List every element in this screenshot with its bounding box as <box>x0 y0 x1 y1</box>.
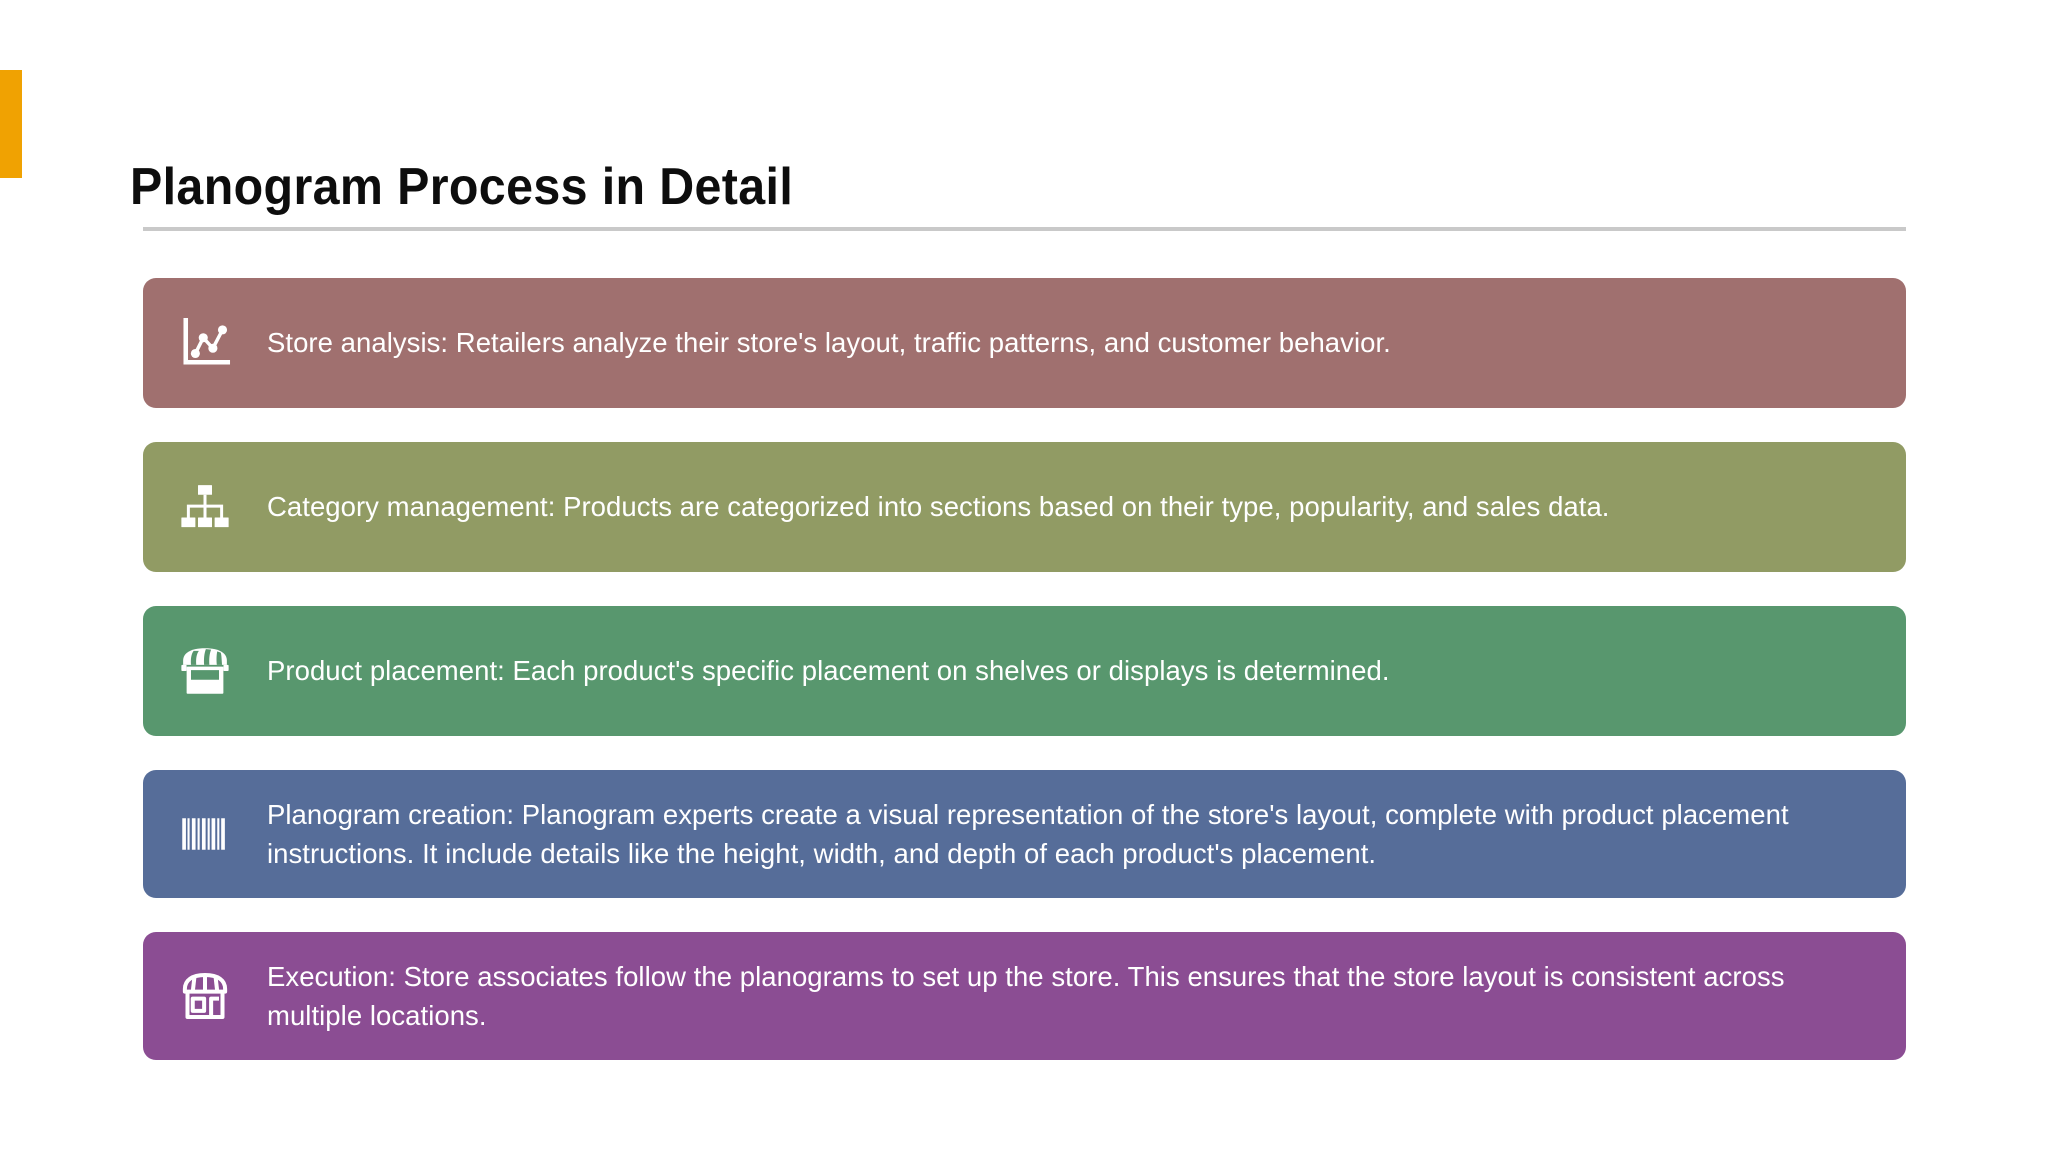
process-step-text-3: Product placement: Each product's specif… <box>267 655 1390 687</box>
storefront-awning-icon <box>143 643 267 699</box>
process-step-row-5[interactable]: Execution: Store associates follow the p… <box>143 932 1906 1060</box>
process-step-row-3[interactable]: Product placement: Each product's specif… <box>143 606 1906 736</box>
page-title: Planogram Process in Detail <box>130 158 794 216</box>
process-step-list: Store analysis: Retailers analyze their … <box>143 278 1906 1060</box>
process-step-text-4: Planogram creation: Planogram experts cr… <box>267 798 1789 869</box>
org-chart-hierarchy-icon <box>143 479 267 535</box>
orange-accent-bar <box>0 70 22 178</box>
title-divider <box>143 227 1906 231</box>
line-chart-analytics-icon <box>143 315 267 371</box>
process-step-row-2[interactable]: Category management: Products are catego… <box>143 442 1906 572</box>
process-step-text-2: Category management: Products are catego… <box>267 491 1610 523</box>
process-step-row-4[interactable]: Planogram creation: Planogram experts cr… <box>143 770 1906 898</box>
process-step-text-5: Execution: Store associates follow the p… <box>267 960 1785 1031</box>
shop-front-icon <box>143 968 267 1024</box>
process-step-text-1: Store analysis: Retailers analyze their … <box>267 327 1391 359</box>
title-block: Planogram Process in Detail <box>130 158 1910 231</box>
barcode-icon <box>143 806 267 862</box>
process-step-row-1[interactable]: Store analysis: Retailers analyze their … <box>143 278 1906 408</box>
